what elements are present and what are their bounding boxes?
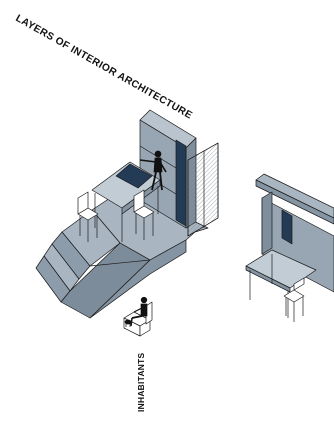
interior-layers-assembly (36, 110, 218, 318)
kitchen-assembly (246, 174, 334, 322)
seated-person-armchair (124, 297, 152, 336)
inhabitants-label: INHABITANTS (136, 353, 146, 412)
